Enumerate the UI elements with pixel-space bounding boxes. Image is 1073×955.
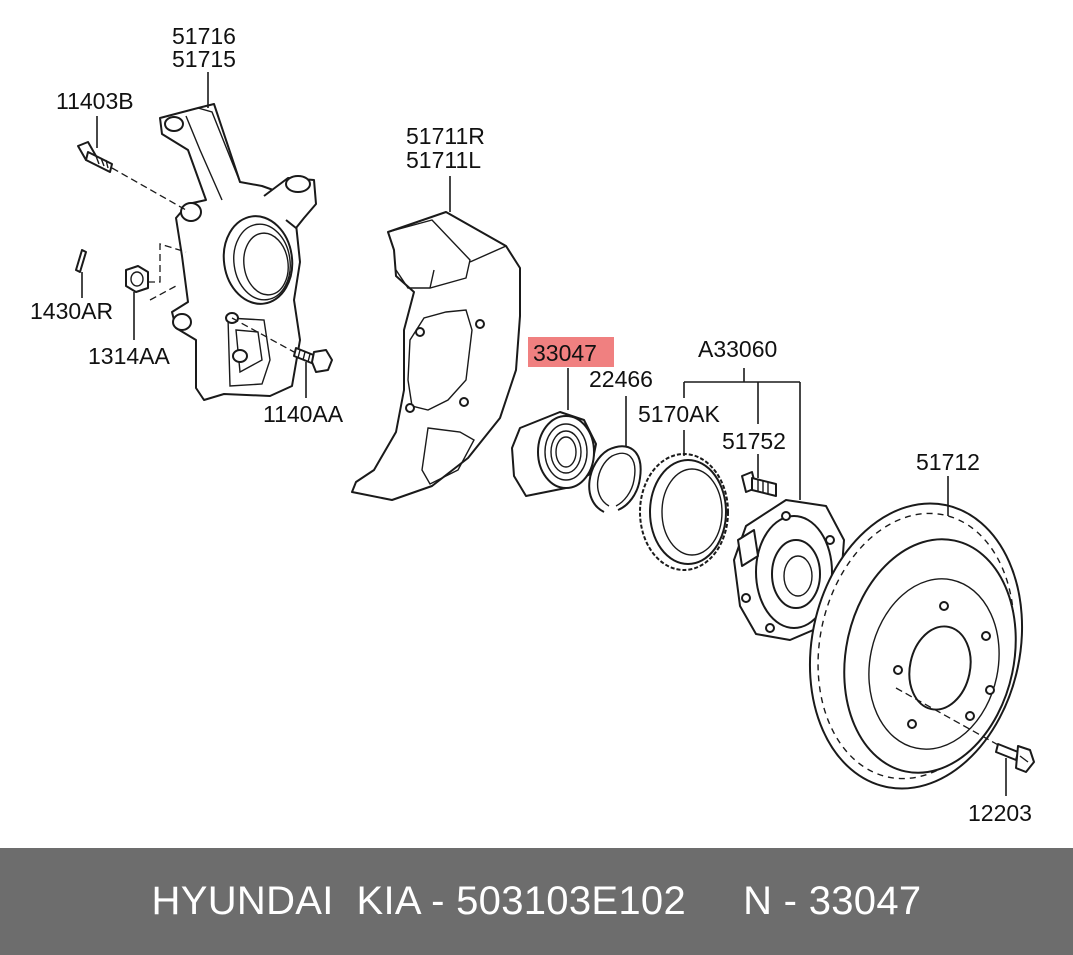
label-51715: 51715: [172, 46, 236, 72]
label-1314aa: 1314AA: [88, 343, 171, 369]
label-51716: 51716: [172, 23, 236, 49]
footer-part-number: HYUNDAI KIA - 503103E102 N - 33047: [151, 879, 922, 923]
leader-lines: [81, 72, 1007, 796]
label-5170ak: 5170AK: [638, 401, 721, 427]
tone-wheel-5170ak: [639, 453, 729, 571]
label-a33060: A33060: [698, 336, 777, 362]
cotter-pin-1430ar: [75, 249, 87, 273]
label-33047: 33047: [533, 340, 597, 366]
dust-shield: [351, 211, 521, 501]
screw-12203: [995, 743, 1035, 773]
hub-bolt-51752: [741, 471, 777, 497]
brake-disc-51712: [808, 502, 1024, 790]
label-1140aa: 1140AA: [263, 401, 344, 427]
bolt-1140aa: [293, 347, 333, 373]
label-22466: 22466: [589, 366, 653, 392]
steering-knuckle: [159, 103, 317, 401]
label-11403b: 11403B: [56, 88, 134, 114]
label-51711r: 51711R: [406, 123, 485, 149]
part-labels: 51716 51715 11403B 1430AR 1314AA 1140AA …: [30, 23, 1032, 826]
exploded-parts-diagram: 51716 51715 11403B 1430AR 1314AA 1140AA …: [30, 23, 1035, 826]
bolt-11403b: [77, 141, 113, 173]
label-51712: 51712: [916, 449, 980, 475]
wheel-hub-a33060: [733, 499, 845, 641]
label-1430ar: 1430AR: [30, 298, 113, 324]
highlight-box: [528, 337, 614, 367]
footer-banner: HYUNDAI KIA - 503103E102 N - 33047: [0, 848, 1073, 955]
label-51711l: 51711L: [406, 147, 481, 173]
nut-1314aa: [125, 265, 149, 293]
label-51752: 51752: [722, 428, 786, 454]
snap-ring-22466: [588, 445, 642, 513]
label-12203: 12203: [968, 800, 1032, 826]
wheel-bearing-33047: [511, 411, 597, 497]
